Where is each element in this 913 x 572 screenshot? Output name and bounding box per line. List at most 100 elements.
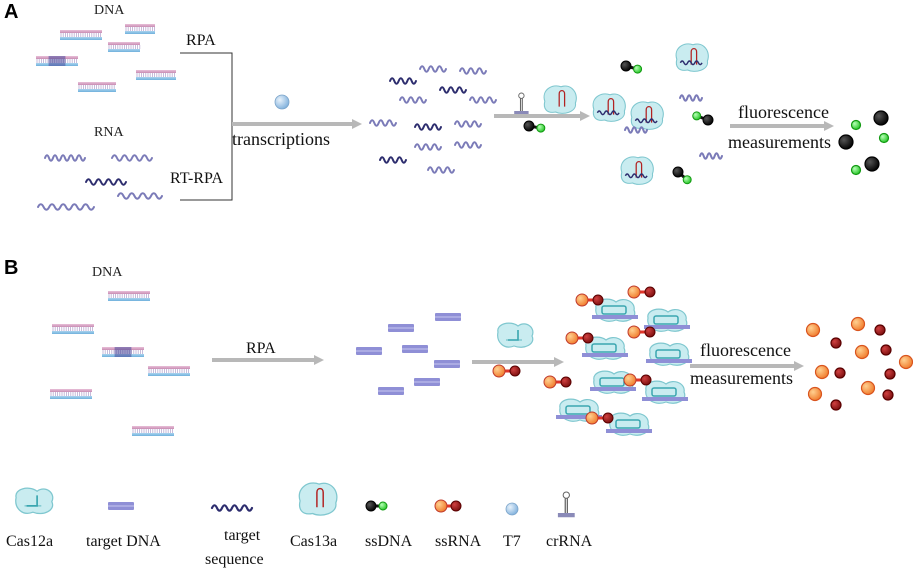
cas13a-complex [630, 101, 664, 130]
panel-b-label: B [4, 257, 19, 279]
transcribed-rna [419, 65, 447, 73]
cleaved-orange-dot [814, 364, 830, 380]
ssrna-reporter [627, 325, 656, 339]
transcribed-rna [454, 120, 482, 128]
cleaved-dark-dot [834, 367, 846, 379]
transcribed-rna [439, 86, 467, 94]
transcribed-rna [469, 96, 497, 104]
dna-duplex [78, 82, 116, 92]
t7-sphere [274, 94, 290, 110]
cleaved-orange-dot [805, 322, 821, 338]
legend-target-sequence-label-1: target [224, 527, 261, 544]
cas12a-complex [606, 412, 652, 436]
transcriptions-label: transcriptions [232, 129, 330, 149]
panel-b-fluorescence-label: fluorescence [700, 340, 791, 360]
panel-a-rpa-label: RPA [186, 32, 216, 49]
panel-b-measurements-label: measurements [690, 368, 793, 388]
panel-a-label: A [4, 1, 19, 23]
cleaved-orange-dot [860, 380, 876, 396]
dna-duplex-target [102, 347, 144, 357]
target-dna [388, 324, 414, 332]
panel-a-measurements-label: measurements [728, 132, 831, 152]
cas13a-complex [620, 156, 654, 185]
merge-bracket [180, 52, 233, 201]
ssrna-reporter [543, 375, 572, 389]
cleaved-dark-dot [882, 389, 894, 401]
cas13a-protein [543, 85, 577, 114]
legend-t7-label: T7 [503, 533, 521, 550]
panel-b-dna-label: DNA [92, 265, 123, 280]
ssrna-reporter [623, 373, 652, 387]
transcribed-rna [399, 96, 427, 104]
dna-duplex [60, 30, 102, 40]
cleaved-orange-dot [898, 354, 913, 370]
cas13a-complex [675, 43, 709, 72]
target-dna [356, 347, 382, 355]
legend-cas13a-label: Cas13a [290, 533, 338, 550]
ssrna-reporter [627, 285, 656, 299]
transcribed-rna [389, 77, 417, 85]
target-dna [434, 360, 460, 368]
dna-duplex [125, 24, 156, 34]
cleaved-green-dot [878, 132, 890, 144]
crrna-hairpin [514, 92, 529, 115]
cleaved-dark-dot [830, 337, 842, 349]
cas13a-complex [592, 93, 626, 122]
dna-duplex [52, 324, 94, 334]
legend-cas12a-label: Cas12a [6, 533, 54, 550]
legend-target-dna-icon [108, 502, 134, 510]
transcribed-rna [624, 126, 648, 134]
cleaved-orange-dot [850, 316, 866, 332]
target-dna [378, 387, 404, 395]
transcribed-rna [427, 166, 455, 174]
rna-strand [111, 154, 153, 162]
cas12a-complex [582, 336, 628, 360]
cleaved-black-dot [864, 156, 880, 172]
ssrna-reporter [565, 331, 594, 345]
ssdna-reporter [692, 111, 714, 126]
target-dna [414, 378, 440, 386]
cleaved-dark-dot [874, 324, 886, 336]
transcribed-rna [699, 152, 723, 160]
panel-b-rpa-label: RPA [246, 340, 276, 357]
target-dna [402, 345, 428, 353]
dna-duplex [136, 70, 176, 80]
legend-target-sequence-label-2: sequence [205, 551, 264, 568]
transcribed-rna [379, 156, 407, 164]
legend-t7-icon [505, 502, 519, 516]
dna-duplex [132, 426, 174, 436]
panel-a-dna-label: DNA [94, 3, 125, 18]
ssdna-reporter [523, 120, 546, 133]
transcribed-rna [369, 119, 397, 127]
cleaved-green-dot [850, 119, 862, 131]
ssrna-reporter [575, 293, 604, 307]
cas12a-complex [644, 308, 690, 332]
ssrna-reporter [492, 364, 521, 378]
panel-a-rna-label: RNA [94, 125, 124, 140]
cleaved-orange-dot [807, 386, 823, 402]
legend-ssrna-label: ssRNA [435, 533, 482, 550]
cas12a-complex [642, 380, 688, 404]
cleaved-dark-dot [880, 344, 892, 356]
legend-target-sequence-icon [210, 504, 254, 512]
cleaved-black-dot [838, 134, 854, 150]
legend-cas12a-icon [15, 487, 54, 515]
legend-cas13a-icon [298, 482, 338, 516]
dna-duplex [108, 42, 141, 52]
panel-a-rtrpa-label: RT-RPA [170, 170, 223, 187]
ssdna-reporter [620, 60, 643, 74]
legend-crrna-label: crRNA [546, 533, 593, 550]
ssdna-reporter [672, 166, 692, 185]
cleaved-dark-dot [884, 368, 896, 380]
ssrna-reporter [585, 411, 614, 425]
target-dna [435, 313, 461, 321]
rna-strand [44, 154, 86, 162]
legend-target-dna-label: target DNA [86, 533, 161, 550]
rna-strand-target [85, 178, 127, 186]
dna-duplex [50, 389, 92, 399]
panel-a-fluorescence-label: fluorescence [738, 102, 829, 122]
cas12a-protein [497, 322, 534, 348]
transcribed-rna [679, 94, 703, 102]
